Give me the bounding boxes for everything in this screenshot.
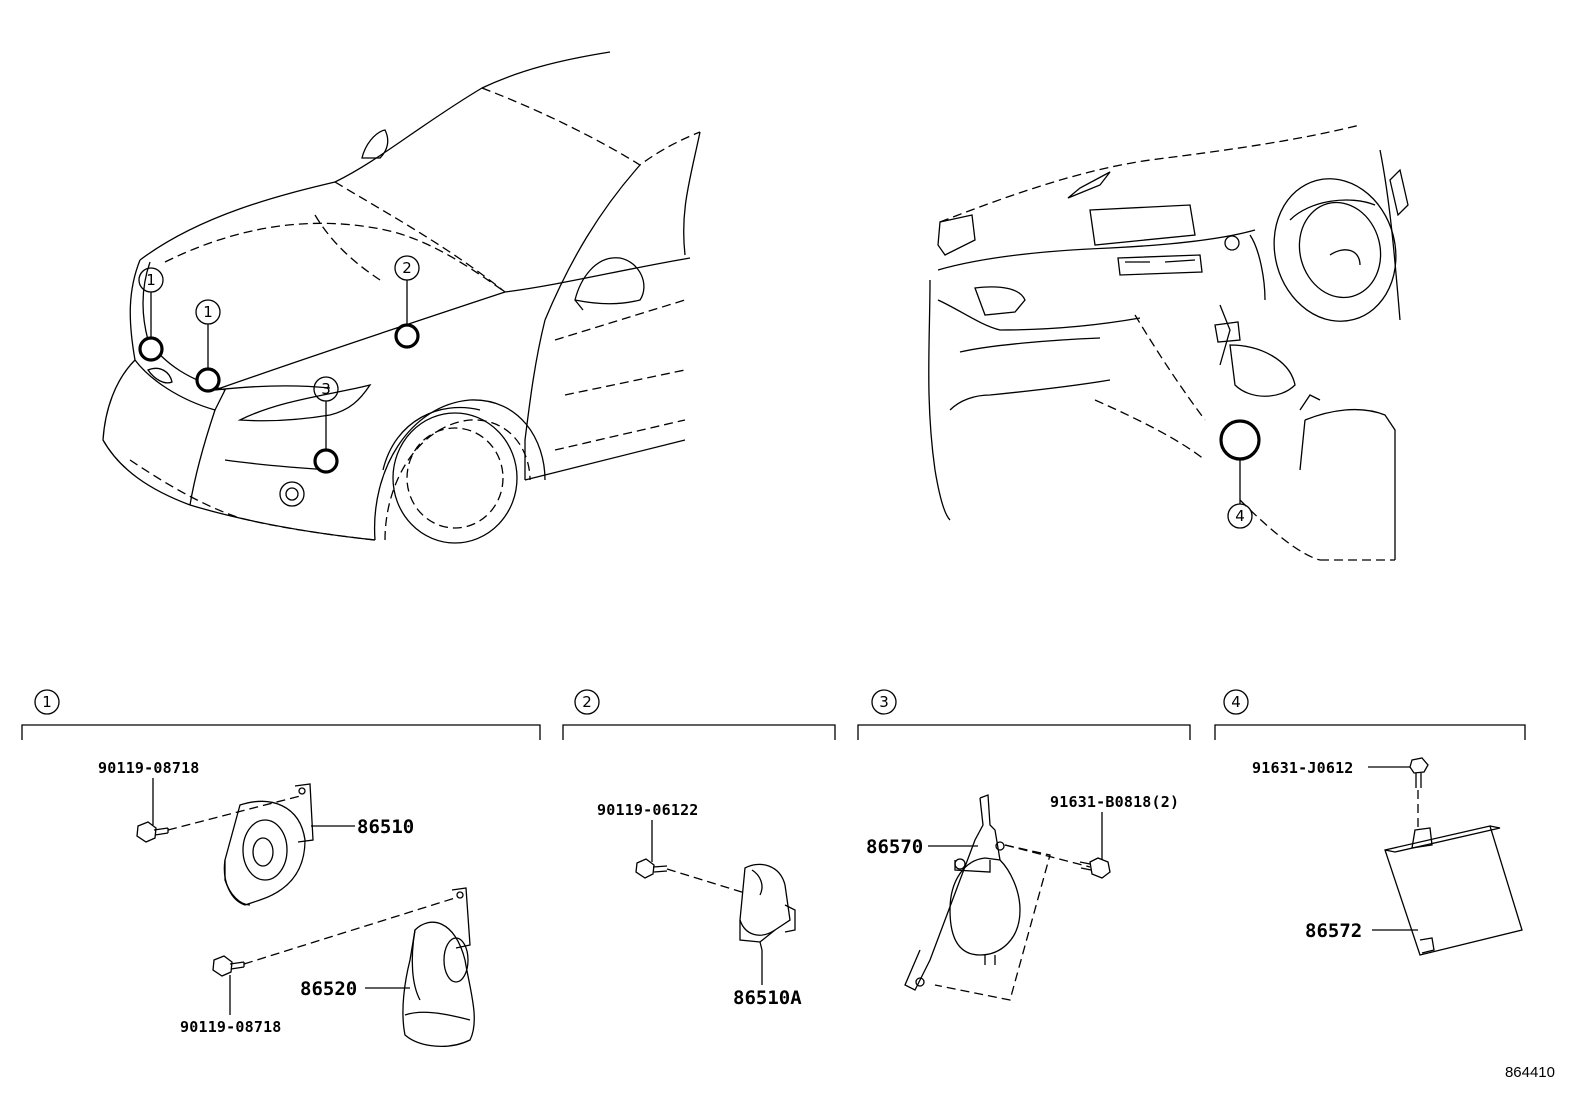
- bolt-icon: [136, 821, 169, 843]
- horn-bracket-icon: [904, 794, 1021, 991]
- horn-low-icon: [402, 887, 475, 1047]
- callout-number-2: 2: [402, 259, 412, 277]
- callout-circle-1a: [138, 267, 164, 293]
- dash-callout: 4: [1219, 419, 1261, 529]
- section-number-2: 2: [582, 693, 592, 711]
- horn-high-icon: [223, 783, 314, 906]
- section-1-parts: 90119-08718 86510 90119-08718: [98, 759, 475, 1047]
- callout-number-4: 4: [1235, 507, 1245, 525]
- mount-point-1a: [138, 336, 164, 362]
- callout-circle-3: [313, 376, 339, 402]
- bolt-part-number: 91631-B0818(2): [1050, 793, 1179, 811]
- horn-high-part-number: 86510: [357, 816, 414, 838]
- car-callouts: 1 1 2 3: [138, 255, 420, 474]
- mount-point-1b: [195, 367, 221, 393]
- horn-part-number: 86510A: [733, 987, 802, 1009]
- section-1-header: 1: [21, 689, 541, 740]
- mount-point-2: [394, 323, 420, 349]
- control-module-icon: [1384, 825, 1523, 956]
- section-2-header: 2: [562, 689, 836, 740]
- mount-point-3: [313, 448, 339, 474]
- section-number-1: 1: [42, 693, 52, 711]
- car-front-view: [102, 51, 701, 544]
- mount-point-4: [1219, 419, 1261, 461]
- bolt-part-number: 90119-06122: [597, 801, 699, 819]
- bolt-part-number-bottom: 90119-08718: [180, 1018, 282, 1036]
- bolt-icon: [212, 955, 245, 977]
- callout-circle-1b: [195, 299, 221, 325]
- bolt-part-number-top: 90119-08718: [98, 759, 200, 777]
- callout-circle-4: [1227, 503, 1253, 529]
- dashboard-view: [928, 124, 1409, 561]
- callout-number-1b: 1: [203, 303, 213, 321]
- module-part-number: 86572: [1305, 920, 1362, 942]
- callout-number-3: 3: [321, 380, 331, 398]
- callout-number-1a: 1: [146, 271, 156, 289]
- bolt-icon: [635, 858, 668, 879]
- bolt-part-number: 91631-J0612: [1252, 759, 1354, 777]
- section-3-parts: 86570 91631-B0818(2): [866, 793, 1179, 1001]
- bolt-icon: [1409, 757, 1429, 788]
- section-4-parts: 91631-J0612 86572: [1252, 757, 1523, 956]
- section-number-4: 4: [1231, 693, 1241, 711]
- section-3-header: 3: [857, 689, 1191, 740]
- horn-low-part-number: 86520: [300, 978, 357, 1000]
- bolt-icon: [1079, 857, 1111, 879]
- horn-part-number: 86570: [866, 836, 923, 858]
- horn-icon: [739, 863, 796, 951]
- section-number-3: 3: [879, 693, 889, 711]
- section-2-parts: 90119-06122 86510A: [597, 801, 802, 1009]
- diagram-reference-number: 864410: [1505, 1064, 1555, 1081]
- callout-circle-2: [394, 255, 420, 281]
- section-4-header: 4: [1214, 689, 1526, 740]
